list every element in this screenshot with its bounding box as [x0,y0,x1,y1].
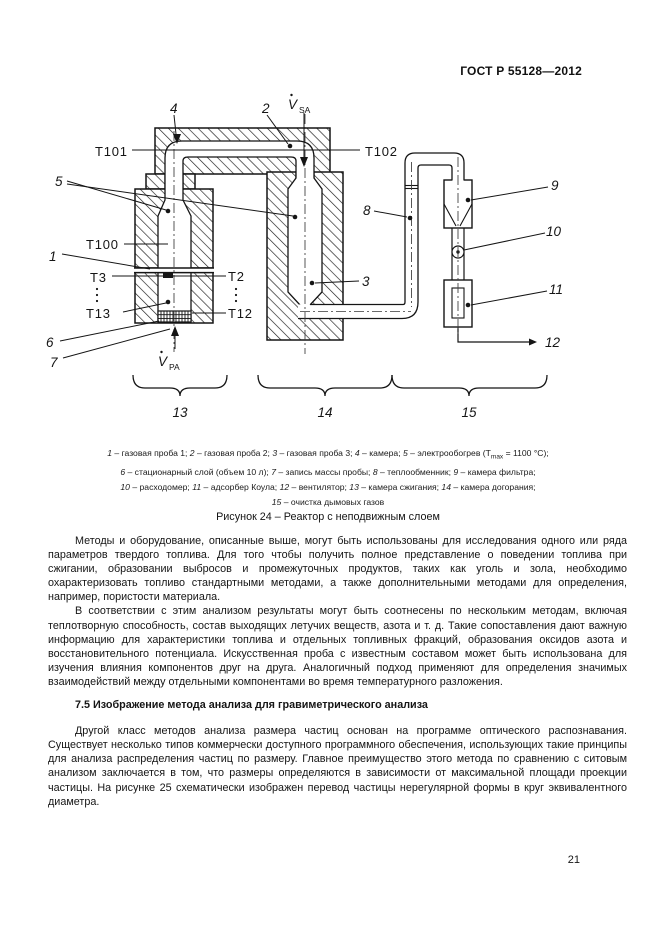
heat-exchanger-tube [342,152,465,320]
flow-arrows [171,134,308,336]
body-text: Методы и оборудование, описанные выше, м… [48,534,627,809]
legend-line: 15 – очистка дымовых газов [271,496,385,507]
section-heading-7-5: 7.5 Изображение метода анализа для грави… [75,699,428,712]
legend-line: 10 – расходомер; 11 – адсорбер Коула; 12… [120,481,536,492]
label-14: 14 [317,405,332,420]
zone-braces [132,374,548,397]
label-t102: Т102 [365,144,398,159]
label-t101: Т101 [95,144,128,159]
centerlines [173,114,459,354]
label-t3: Т3 [90,270,107,285]
label-t12: Т12 [228,306,253,321]
filter-cone [443,203,473,227]
paragraph-1: Методы и оборудование, описанные выше, м… [48,535,627,604]
label-vsa-sub: SA [299,105,311,115]
camera-pointer-arrow [173,134,181,144]
callout-labels: 4 2 5 1 6 7 3 8 9 10 11 12 13 14 15 [46,101,563,420]
figure-caption: Рисунок 24 – Реактор с неподвижным слоем [216,511,440,523]
label-6: 6 [46,335,54,350]
label-t2: Т2 [228,269,245,284]
thermocouple-labels: Т101 Т102 Т100 Т3 Т2 Т13 Т12 [86,144,398,321]
label-2: 2 [261,101,270,116]
label-7: 7 [50,355,58,370]
paragraph-3: Другой класс методов анализа размера час… [48,725,627,808]
label-t13: Т13 [86,306,111,321]
figure-legend: 1 – газовая проба 1; 2 – газовая проба 2… [28,446,628,509]
marker-dots [95,143,471,308]
brace-combustion-zone [132,374,228,397]
label-vpa: V [158,354,169,369]
label-4: 4 [170,101,178,116]
label-5: 5 [55,174,63,189]
brace-afterburn-zone [257,374,393,397]
label-vsa: V [288,97,299,112]
label-9: 9 [551,178,559,193]
secondary-air-arrow [300,157,308,167]
label-11: 11 [549,282,563,297]
legend-line: 6 – стационарный слой (объем 10 л); 7 – … [120,467,536,478]
flow-labels: V SA V PA [158,93,311,372]
label-10: 10 [546,224,562,239]
label-vpa-sub: PA [169,362,180,372]
page-number: 21 [567,854,580,866]
label-t100: Т100 [86,237,119,252]
stationary-bed-mesh [157,310,192,323]
reactor-diagram: Т101 Т102 Т100 Т3 Т2 Т13 Т12 4 2 5 1 6 7… [46,93,563,420]
paragraph-2: В соответствии с этим анализом результат… [48,605,627,688]
brace-gas-cleaning-zone [391,374,548,397]
label-8: 8 [363,203,371,218]
top-duct [164,140,315,190]
label-1: 1 [49,249,57,264]
sample-point-1 [163,273,173,278]
document-header: ГОСТ Р 55128—2012 [460,64,582,78]
label-13: 13 [172,405,188,420]
label-15: 15 [461,405,477,420]
legend-line: 1 – газовая проба 1; 2 – газовая проба 2… [107,448,549,461]
fan-outlet [457,327,537,346]
label-3: 3 [362,274,370,289]
label-12: 12 [545,335,561,350]
primary-air-arrow [171,326,179,336]
